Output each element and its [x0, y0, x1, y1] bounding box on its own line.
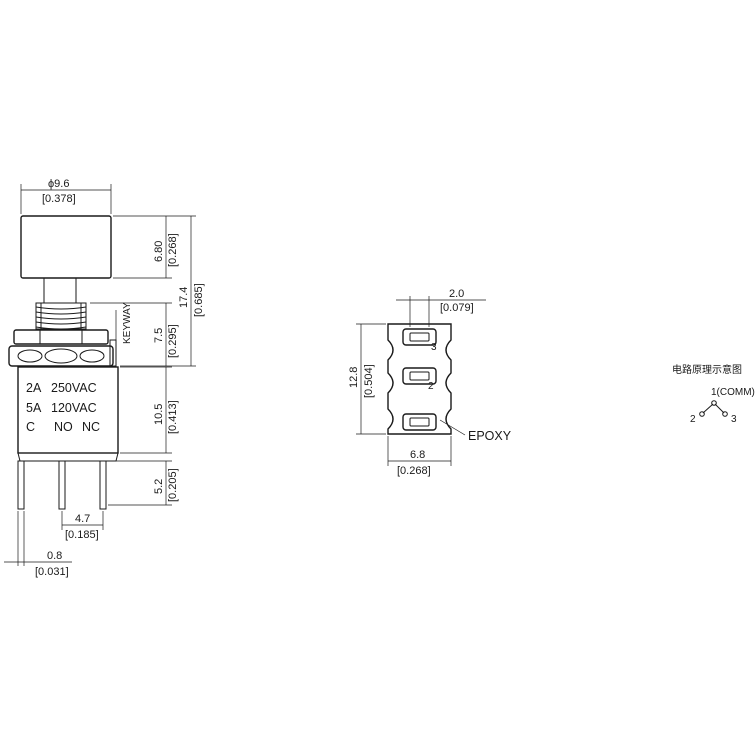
body-base [17, 452, 119, 462]
pad-middle [402, 367, 437, 385]
dim-cap-diameter: ϕ9.6 [0.378] [20, 178, 112, 214]
dim-pin-length: 5.2 [0.205] [108, 460, 179, 506]
pad-bottom [402, 413, 437, 431]
svg-text:6.8: 6.8 [410, 449, 425, 461]
svg-text:12.8: 12.8 [348, 367, 360, 388]
svg-text:ϕ9.6: ϕ9.6 [48, 178, 69, 190]
rating-voltage-2: 120VAC [51, 401, 97, 415]
terminal-2-label: 2 [690, 414, 696, 425]
dim-body-height: 10.5 [0.413] [120, 366, 179, 454]
svg-text:[0.205]: [0.205] [167, 468, 179, 502]
dim-body-length: 12.8 [0.504] [348, 323, 386, 435]
comm-label: 1(COMM) [711, 387, 755, 398]
terminal-pins [17, 460, 107, 510]
dim-bushing-height: 7.5 [0.295] [90, 302, 179, 366]
svg-text:[0.413]: [0.413] [167, 400, 179, 434]
svg-text:[0.185]: [0.185] [65, 529, 99, 541]
svg-text:6.80: 6.80 [153, 241, 165, 262]
circuit-schematic: 电路原理示意图 1(COMM) 2 3 [672, 363, 755, 425]
dim-pin-pitch: 4.7 [0.185] [61, 511, 104, 541]
bottom-outline [387, 323, 452, 435]
actuator-cap [20, 215, 112, 279]
svg-text:[0.295]: [0.295] [167, 324, 179, 358]
svg-text:[0.268]: [0.268] [397, 465, 431, 477]
keyway-tab [109, 339, 117, 367]
terminal-3 [722, 411, 728, 417]
rating-voltage-1: 250VAC [51, 381, 97, 395]
svg-text:[0.268]: [0.268] [167, 233, 179, 267]
schematic-title: 电路原理示意图 [672, 363, 742, 376]
terminal-label-c: C [26, 420, 35, 434]
dim-cap-height: 6.80 [0.268] [113, 215, 179, 279]
svg-text:[0.031]: [0.031] [35, 566, 69, 578]
pin-number-3: 3 [431, 342, 437, 353]
epoxy-label: EPOXY [468, 429, 512, 443]
hex-nut [13, 329, 109, 345]
svg-text:[0.504]: [0.504] [363, 364, 375, 398]
front-view: 2A 250VAC 5A 120VAC C NO NC ϕ9.6 [0.378]… [4, 178, 205, 578]
pad-top [402, 328, 437, 346]
dim-pad-gap: 2.0 [0.079] [396, 288, 486, 327]
terminal-label-no: NO [54, 420, 73, 434]
svg-text:5.2: 5.2 [153, 479, 165, 494]
svg-text:[0.378]: [0.378] [42, 193, 76, 205]
dim-total-height: 17.4 [0.685] [120, 215, 205, 367]
terminal-3-label: 3 [731, 414, 737, 425]
svg-text:0.8: 0.8 [47, 550, 62, 562]
comm-terminal [711, 400, 717, 406]
terminal-label-nc: NC [82, 420, 100, 434]
svg-text:10.5: 10.5 [153, 404, 165, 425]
rating-current-1: 2A [26, 381, 42, 395]
svg-text:17.4: 17.4 [178, 287, 190, 308]
threaded-bushing [35, 302, 87, 330]
svg-text:[0.685]: [0.685] [193, 283, 205, 317]
dim-pin-width: 0.8 [0.031] [4, 511, 72, 578]
bottom-view: 3 2 2.0 [0.079] 12.8 [0.504] 6.8 [0.268] [348, 288, 512, 477]
dim-body-width: 6.8 [0.268] [387, 436, 452, 477]
dim-keyway: KEYWAY [115, 302, 133, 345]
svg-text:[0.079]: [0.079] [440, 302, 474, 314]
terminal-2 [699, 411, 705, 417]
svg-text:7.5: 7.5 [153, 328, 165, 343]
keyway-label: KEYWAY [122, 302, 133, 344]
svg-text:4.7: 4.7 [75, 513, 90, 525]
rating-current-2: 5A [26, 401, 42, 415]
lock-washer [8, 345, 114, 367]
svg-text:2.0: 2.0 [449, 288, 464, 300]
pin-number-2: 2 [428, 381, 434, 392]
epoxy-callout: EPOXY [439, 419, 512, 443]
